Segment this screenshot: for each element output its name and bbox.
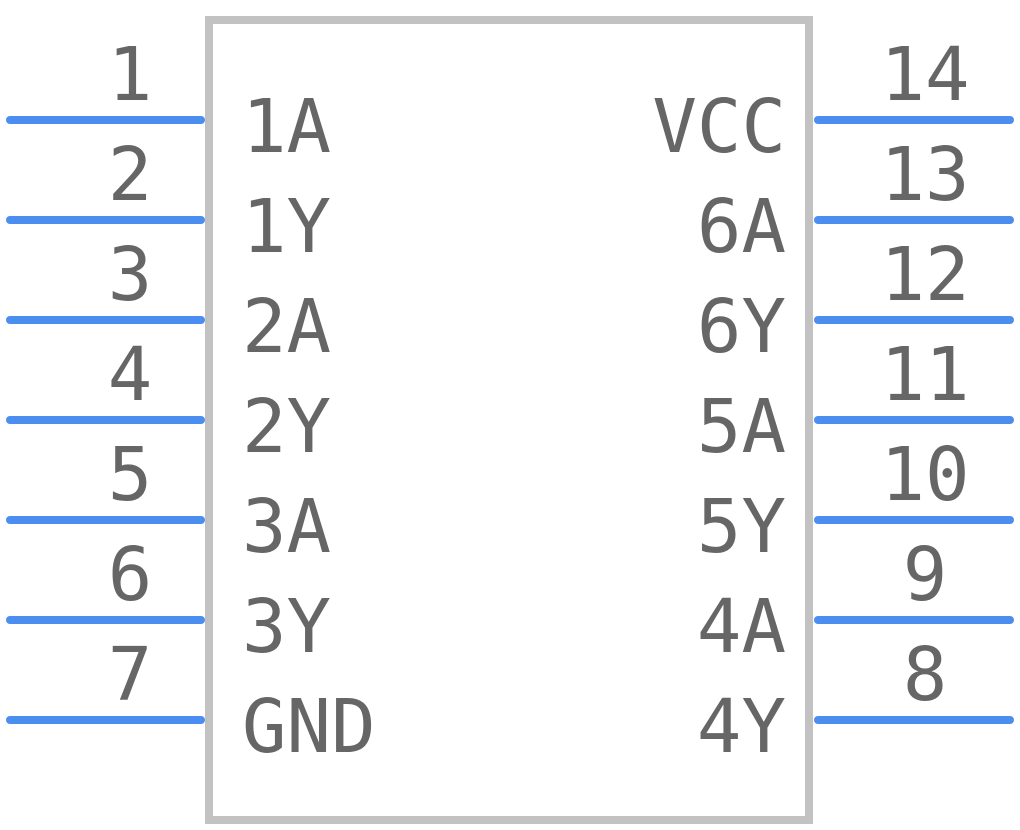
pin-10-name: 5Y: [697, 484, 786, 570]
pin-13: 13 6A: [697, 132, 1014, 270]
pin-6-number: 6: [108, 532, 153, 618]
pin-8: 8 4Y: [697, 632, 1014, 770]
pin-group: 11A21Y32A42Y53A63Y7GND14VCC136A126Y115A1…: [6, 32, 1014, 770]
pin-8-name: 4Y: [697, 684, 786, 770]
pin-5-name: 3A: [242, 484, 331, 570]
pin-11-name: 5A: [697, 384, 786, 470]
pin-12-name: 6Y: [697, 284, 786, 370]
pin-4-number: 4: [108, 332, 153, 418]
pin-3: 3 2A: [6, 232, 331, 370]
pin-3-number: 3: [108, 232, 153, 318]
pin-12-number: 12: [880, 232, 969, 318]
pin-3-name: 2A: [242, 284, 331, 370]
pin-6: 6 3Y: [6, 532, 331, 670]
pin-1: 1 1A: [6, 32, 331, 170]
pin-2-number: 2: [108, 132, 153, 218]
pin-5: 5 3A: [6, 432, 331, 570]
pin-9: 9 4A: [697, 532, 1014, 670]
pin-13-name: 6A: [697, 184, 786, 270]
pin-1-number: 1: [108, 32, 153, 118]
ic-body: [205, 16, 813, 824]
pin-14-number: 14: [880, 32, 969, 118]
pin-14-name: VCC: [652, 84, 786, 170]
pin-7-number: 7: [108, 632, 153, 718]
pin-5-number: 5: [108, 432, 153, 518]
pin-2-name: 1Y: [242, 184, 331, 270]
pin-9-name: 4A: [697, 584, 786, 670]
pin-4-name: 2Y: [242, 384, 331, 470]
pin-4: 4 2Y: [6, 332, 331, 470]
pin-11-number: 11: [880, 332, 969, 418]
pin-11: 11 5A: [697, 332, 1014, 470]
pin-2: 2 1Y: [6, 132, 331, 270]
pin-8-number: 8: [903, 632, 948, 718]
pin-1-name: 1A: [242, 84, 331, 170]
pin-10: 10 5Y: [697, 432, 1014, 570]
pin-9-number: 9: [903, 532, 948, 618]
pin-6-name: 3Y: [242, 584, 331, 670]
pin-12: 12 6Y: [697, 232, 1014, 370]
pin-10-number: 10: [880, 432, 969, 518]
pin-13-number: 13: [880, 132, 969, 218]
pin-7-name: GND: [242, 684, 376, 770]
